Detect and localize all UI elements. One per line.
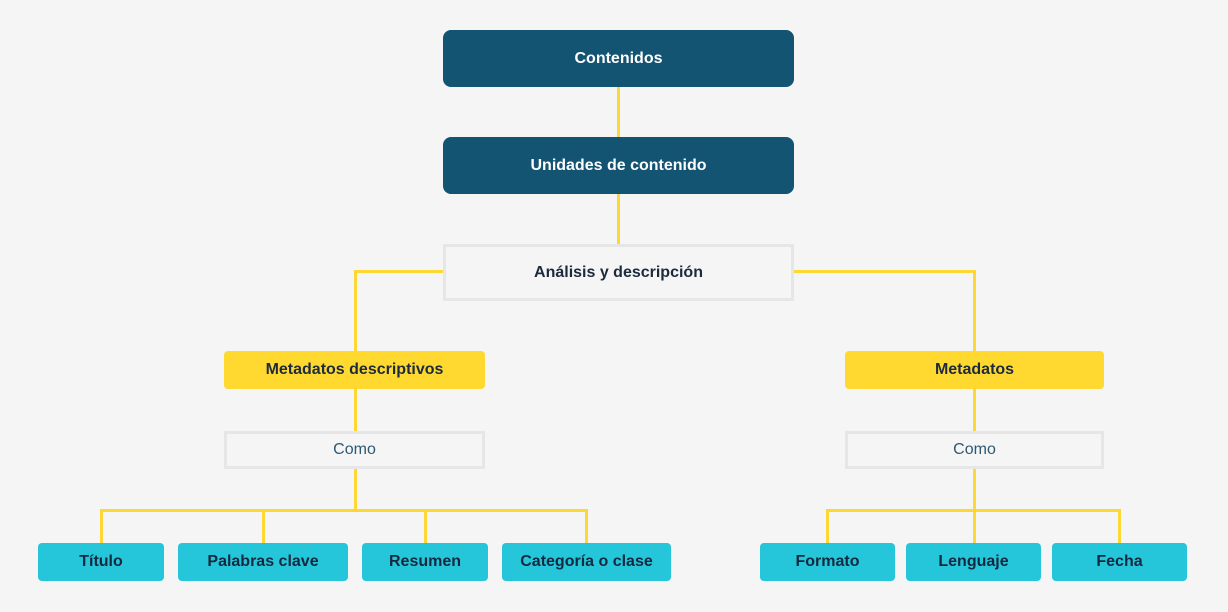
connector-root-units: [617, 86, 620, 138]
connector-leaf-formato: [826, 509, 829, 544]
connector-analysis-right-h: [792, 270, 976, 273]
connector-leaf-resumen: [424, 509, 427, 544]
node-como-left: Como: [224, 431, 485, 469]
node-como-right: Como: [845, 431, 1104, 469]
connector-analysis-left-h: [354, 270, 445, 273]
leaf-formato: Formato: [760, 543, 895, 581]
node-unidades-de-contenido: Unidades de contenido: [443, 137, 794, 194]
node-analisis-y-descripcion: Análisis y descripción: [443, 244, 794, 301]
connector-leaf-categoria: [585, 509, 588, 544]
leaf-palabras-clave: Palabras clave: [178, 543, 348, 581]
connector-leaf-fecha: [1118, 509, 1121, 544]
connector-leaf-titulo: [100, 509, 103, 544]
connector-left-bus: [100, 509, 588, 512]
leaf-categoria-o-clase: Categoría o clase: [502, 543, 671, 581]
leaf-fecha: Fecha: [1052, 543, 1187, 581]
node-metadatos-descriptivos: Metadatos descriptivos: [224, 351, 485, 389]
connector-units-analysis: [617, 193, 620, 245]
leaf-lenguaje: Lenguaje: [906, 543, 1041, 581]
connector-leaf-lenguaje: [973, 509, 976, 544]
leaf-resumen: Resumen: [362, 543, 488, 581]
node-contenidos: Contenidos: [443, 30, 794, 87]
connector-left-como: [354, 388, 357, 433]
leaf-titulo: Título: [38, 543, 164, 581]
connector-analysis-right-v: [973, 270, 976, 352]
node-metadatos: Metadatos: [845, 351, 1104, 389]
connector-analysis-left-v: [354, 270, 357, 352]
connector-leaf-palabras: [262, 509, 265, 544]
connector-right-como-down: [973, 467, 976, 511]
connector-right-como: [973, 388, 976, 433]
connector-left-como-down: [354, 467, 357, 511]
